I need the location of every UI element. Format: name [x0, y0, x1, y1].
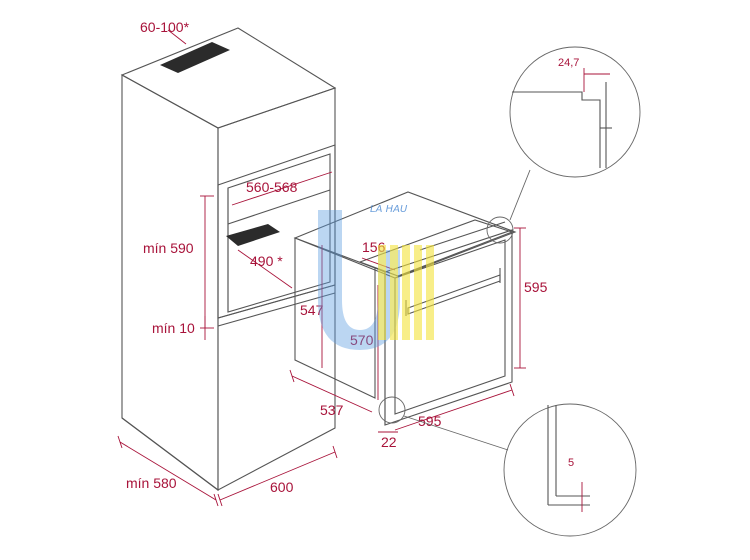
oven-depth-dim-line	[291, 375, 373, 413]
oven-width-dim-line	[394, 389, 513, 431]
watermark-bar-5	[426, 245, 434, 340]
cabinet	[120, 27, 337, 492]
cabinet-front-face	[217, 87, 336, 491]
cabinet-depth-tick-right	[213, 493, 219, 507]
bottom-corner-callout	[378, 396, 406, 424]
top-callout-leader	[509, 169, 531, 221]
cabinet-base-edge	[121, 417, 219, 491]
oven-top-face	[293, 191, 517, 279]
detail-bottom: 5	[503, 403, 637, 537]
cabinet-depth-dim-line	[119, 441, 217, 501]
oven-width-dim-label: 595	[418, 413, 442, 429]
watermark-bar-3	[402, 245, 410, 340]
niche-width-dim-label: 560-568	[246, 179, 298, 195]
watermark-logo: LA HAU	[318, 204, 434, 350]
door-offset-dim-label: 22	[381, 434, 397, 450]
cabinet-dimensions: 60-100* 560-568 mín 590 490 * mín 10 mín…	[117, 19, 338, 507]
cabinet-width-tick-left	[217, 493, 223, 507]
oven-left-face	[294, 237, 376, 399]
top-corner-callout	[486, 216, 514, 244]
watermark-bar-4	[414, 245, 422, 340]
oven-depth-dim-label: 537	[320, 402, 344, 418]
oven-door-glass	[394, 239, 506, 415]
oven-top-inner-line	[419, 221, 506, 251]
watermark-u-shape	[318, 210, 400, 350]
oven-height-dim-label: 595	[524, 279, 548, 295]
niche-vent-slot	[226, 224, 280, 246]
oven-width-tick-right	[509, 383, 515, 397]
detail-bottom-circle	[503, 403, 637, 537]
detail-top-profile	[512, 91, 601, 168]
vent-dim-label: 60-100*	[140, 19, 190, 35]
cabinet-width-dim-line	[219, 451, 336, 501]
top-vent-slot	[160, 42, 230, 73]
cabinet-top-face	[120, 27, 337, 129]
niche-depth-dim-label: 490 *	[250, 253, 283, 269]
oven-depth-side-dim-label: 547	[300, 302, 324, 318]
detail-top-circle	[509, 46, 641, 178]
detail-top-dim-label: 24,7	[558, 57, 579, 69]
oven-body-height-dim-label: 570	[350, 332, 374, 348]
detail-bottom-dim-label: 5	[568, 457, 574, 469]
cabinet-width-dim-label: 600	[270, 479, 294, 495]
niche-back-line	[227, 189, 331, 225]
niche-shelf-lower	[217, 292, 336, 327]
vent-dim-leader	[167, 29, 187, 45]
watermark-bar-2	[390, 245, 398, 340]
niche-width-dim-line	[231, 171, 333, 206]
bottom-callout-leader	[403, 415, 509, 451]
cabinet-left-face	[121, 74, 219, 492]
niche-height-dim-label: mín 590	[143, 240, 194, 256]
cabinet-width-tick-right	[332, 445, 338, 459]
watermark-bar-1	[378, 245, 386, 340]
bottom-gap-dim-label: mín 10	[152, 320, 195, 336]
niche-shelf	[217, 284, 336, 319]
detail-top: 24,7	[509, 46, 641, 178]
cabinet-depth-tick-left	[117, 435, 123, 449]
oven-depth-tick-left	[289, 369, 295, 383]
niche-depth-dim-line	[237, 249, 293, 289]
cabinet-depth-dim-label: mín 580	[126, 475, 177, 491]
watermark-text: LA HAU	[370, 204, 408, 215]
